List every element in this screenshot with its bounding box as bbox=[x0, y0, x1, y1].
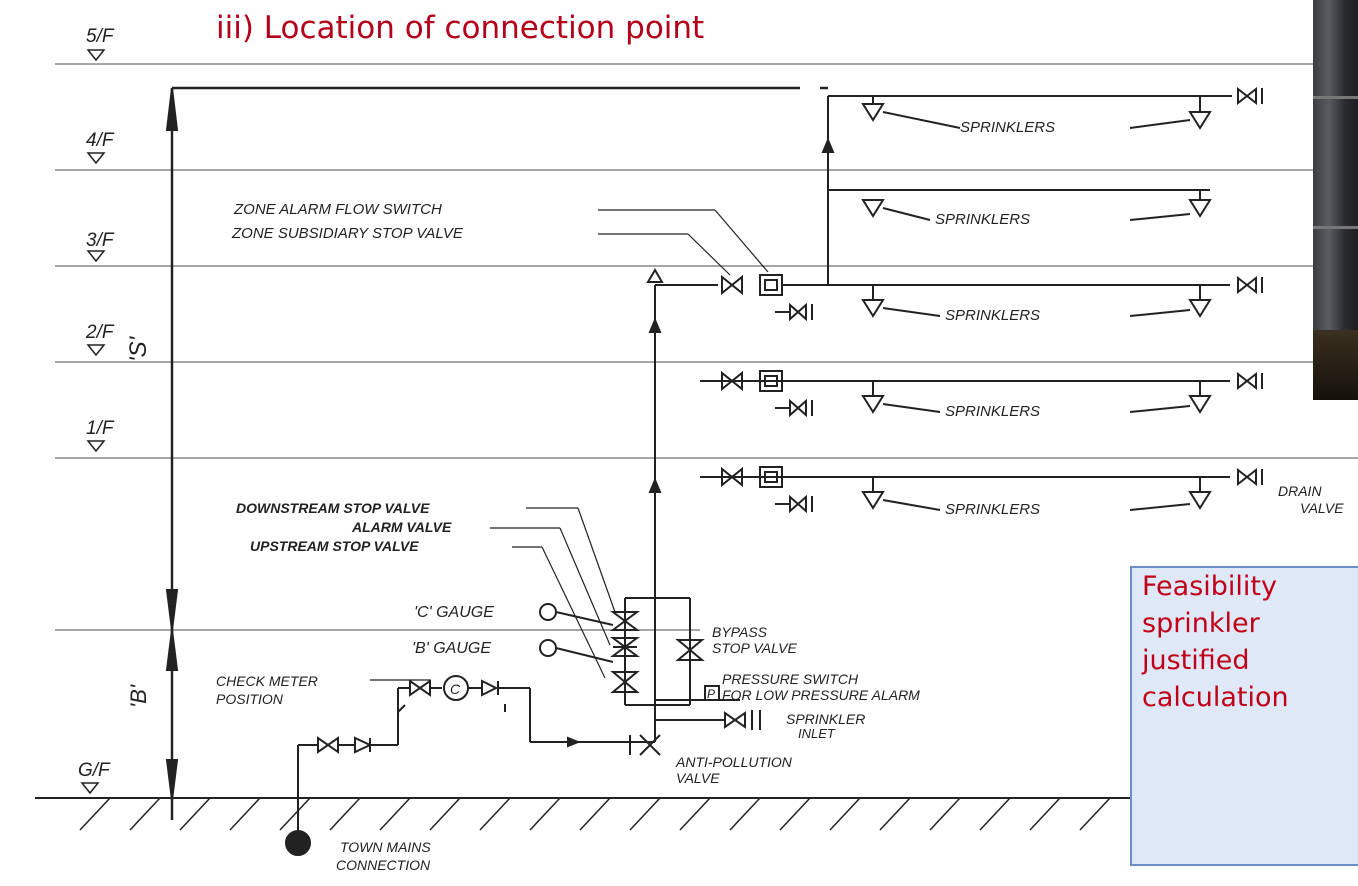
sprinkler-heads bbox=[861, 96, 1212, 511]
label-drain-line1: DRAIN bbox=[1278, 483, 1322, 499]
label-upstream-stop-valve: UPSTREAM STOP VALVE bbox=[250, 538, 419, 554]
label-drain-line2: VALVE bbox=[1300, 500, 1344, 516]
floor-label-4: 4/F bbox=[86, 130, 115, 151]
floor-label-3: 3/F bbox=[86, 230, 115, 251]
svg-text:C: C bbox=[450, 681, 461, 697]
label-check-meter-line1: CHECK METER bbox=[216, 673, 318, 689]
floor-label-5: 5/F bbox=[86, 26, 115, 47]
floor-label-g: G/F bbox=[78, 760, 111, 781]
label-check-meter-line2: POSITION bbox=[216, 691, 284, 707]
label-sprinkler-inlet-line1: SPRINKLER bbox=[786, 711, 865, 727]
sprinkler-inlet-icon bbox=[724, 710, 761, 730]
meter-gate-valve bbox=[409, 679, 431, 697]
alarm-valve-icon bbox=[610, 637, 640, 657]
note-line-2: sprinkler bbox=[1142, 608, 1260, 639]
label-bypass-line1: BYPASS bbox=[712, 624, 768, 640]
label-anti-pollution-line1: ANTI-POLLUTION bbox=[675, 754, 793, 770]
label-town-mains-line1: TOWN MAINS bbox=[340, 839, 431, 855]
zone-branches bbox=[655, 86, 1263, 514]
upstream-stop-valve-icon bbox=[610, 671, 640, 693]
feasibility-note-box: Feasibility sprinkler justified calculat… bbox=[1130, 566, 1358, 866]
level-triangle-g bbox=[80, 782, 100, 795]
anti-pollution-valve-icon bbox=[629, 734, 661, 756]
floor-label-1: 1/F bbox=[86, 418, 115, 439]
c-gauge-icon bbox=[539, 603, 557, 621]
sprinklers-label-1f: SPRINKLERS bbox=[945, 403, 1040, 420]
downstream-stop-valve-icon bbox=[610, 611, 640, 631]
dimension-lines: 'S' 'B' bbox=[125, 86, 828, 820]
town-mains-connection: C bbox=[285, 675, 630, 856]
label-pressure-switch-line1: PRESSURE SWITCH bbox=[722, 671, 859, 687]
component-labels: ZONE ALARM FLOW SWITCH ZONE SUBSIDIARY S… bbox=[216, 201, 1344, 873]
b-gauge-icon bbox=[539, 639, 557, 657]
level-triangle-3 bbox=[86, 250, 106, 263]
label-alarm-valve: ALARM VALVE bbox=[351, 519, 452, 535]
bypass-stop-valve-icon bbox=[675, 639, 705, 661]
svg-text:P: P bbox=[707, 687, 715, 701]
label-c-gauge: 'C' GAUGE bbox=[414, 604, 494, 621]
sprinklers-label-gf: SPRINKLERS bbox=[945, 501, 1040, 518]
level-triangle-5 bbox=[86, 49, 106, 62]
dimension-s-label: 'S' bbox=[125, 335, 152, 362]
note-line-4: calculation bbox=[1142, 682, 1289, 713]
leader-lines bbox=[370, 209, 769, 681]
note-line-1: Feasibility bbox=[1142, 571, 1277, 602]
slide-title: iii) Location of connection point bbox=[216, 10, 705, 46]
label-zone-alarm-flow-switch: ZONE ALARM FLOW SWITCH bbox=[233, 201, 442, 218]
sprinklers-label-2f: SPRINKLERS bbox=[945, 307, 1040, 324]
label-downstream-stop-valve: DOWNSTREAM STOP VALVE bbox=[236, 500, 430, 516]
main-riser: P bbox=[539, 268, 761, 756]
sprinklers-label-3f: SPRINKLERS bbox=[935, 211, 1030, 228]
riser-top-vent bbox=[646, 268, 664, 283]
label-zone-subsidiary-stop-valve: ZONE SUBSIDIARY STOP VALVE bbox=[231, 225, 464, 242]
label-sprinkler-inlet-line2: INLET bbox=[798, 726, 836, 741]
level-triangle-1 bbox=[86, 440, 106, 453]
floor-lines bbox=[55, 63, 1358, 631]
label-bypass-line2: STOP VALVE bbox=[712, 640, 797, 656]
label-town-mains-line2: CONNECTION bbox=[336, 857, 431, 873]
label-pressure-switch-line2: FOR LOW PRESSURE ALARM bbox=[722, 687, 920, 703]
dimension-b-label: 'B' bbox=[126, 684, 151, 708]
sprinkler-labels: SPRINKLERS SPRINKLERS SPRINKLERS SPRINKL… bbox=[935, 119, 1055, 518]
sprinklers-label-4f: SPRINKLERS bbox=[960, 119, 1055, 136]
pressure-switch-box bbox=[704, 685, 720, 701]
ground-line bbox=[35, 797, 1130, 831]
note-line-3: justified bbox=[1142, 645, 1250, 676]
side-photo bbox=[1313, 0, 1358, 400]
label-b-gauge: 'B' GAUGE bbox=[412, 640, 491, 657]
floor-markers: 5/F 4/F 3/F 2/F 1/F G/F bbox=[78, 26, 115, 795]
level-triangle-2 bbox=[86, 344, 106, 357]
floor-label-2: 2/F bbox=[85, 322, 115, 343]
level-triangle-4 bbox=[86, 152, 106, 165]
label-anti-pollution-line2: VALVE bbox=[676, 770, 720, 786]
